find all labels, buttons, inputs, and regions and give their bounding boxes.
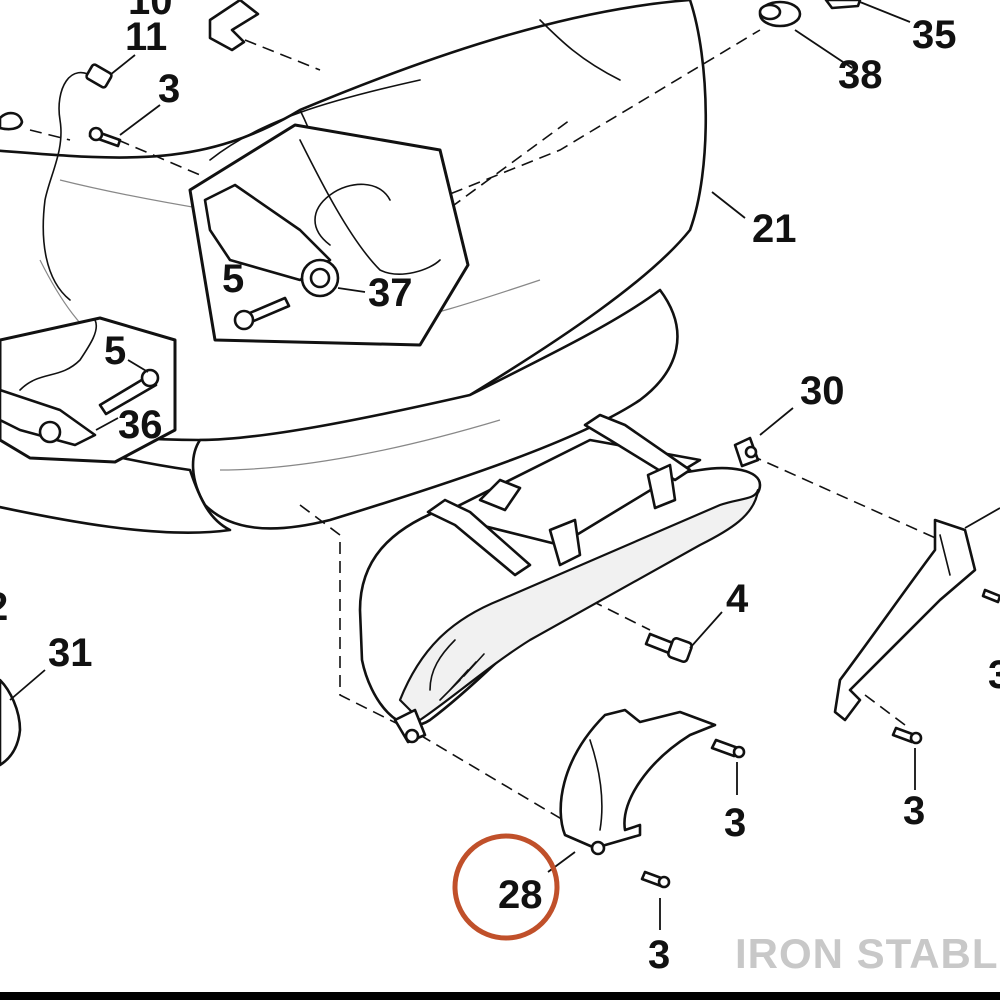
small-bracket-left [0, 111, 24, 131]
callout-5-upper: 5 [222, 257, 244, 301]
callout-3-right: 3 [903, 789, 925, 833]
inset-37 [188, 123, 470, 347]
callout-37: 37 [368, 271, 413, 315]
part-35 [824, 0, 862, 10]
highlight-circle [452, 833, 560, 941]
screws-3 [640, 588, 1000, 889]
callout-5-left: 5 [104, 329, 126, 373]
callout-21: 21 [752, 207, 797, 251]
bracket-28 [559, 708, 717, 856]
right-bracket [833, 518, 977, 722]
callout-38: 38 [838, 53, 883, 97]
inset-36 [0, 316, 177, 464]
callout-3-bottom: 3 [648, 933, 670, 977]
callout-10: 10 [128, 0, 173, 23]
screw-3-top [88, 126, 122, 148]
callout-30: 30 [800, 369, 845, 413]
callout-3-top: 3 [158, 67, 180, 111]
leader-lines [9, 1, 1000, 930]
assembly-lines [29, 29, 941, 831]
screw-4 [644, 632, 693, 663]
clip-part-10 [208, 0, 260, 52]
watermark: IRON STABLE [735, 930, 1000, 977]
callout-28: 28 [498, 873, 543, 917]
part-31 [0, 678, 22, 767]
callout-35: 35 [912, 13, 957, 57]
wire-harness-11 [42, 63, 113, 301]
callout-labels: 10 11 3 35 38 21 5 37 5 36 30 4 2 31 3 3… [0, 0, 1000, 977]
grommet-38 [758, 0, 802, 28]
bottom-border [0, 992, 1000, 1000]
callout-4: 4 [726, 577, 749, 621]
callout-2: 2 [0, 585, 8, 629]
headlight-assembly-30 [358, 413, 762, 744]
callout-36: 36 [118, 403, 163, 447]
callout-11: 11 [125, 15, 167, 59]
callout-3-right-edge: 3 [988, 653, 1000, 697]
callout-3-mid: 3 [724, 801, 746, 845]
callout-31: 31 [48, 631, 93, 675]
